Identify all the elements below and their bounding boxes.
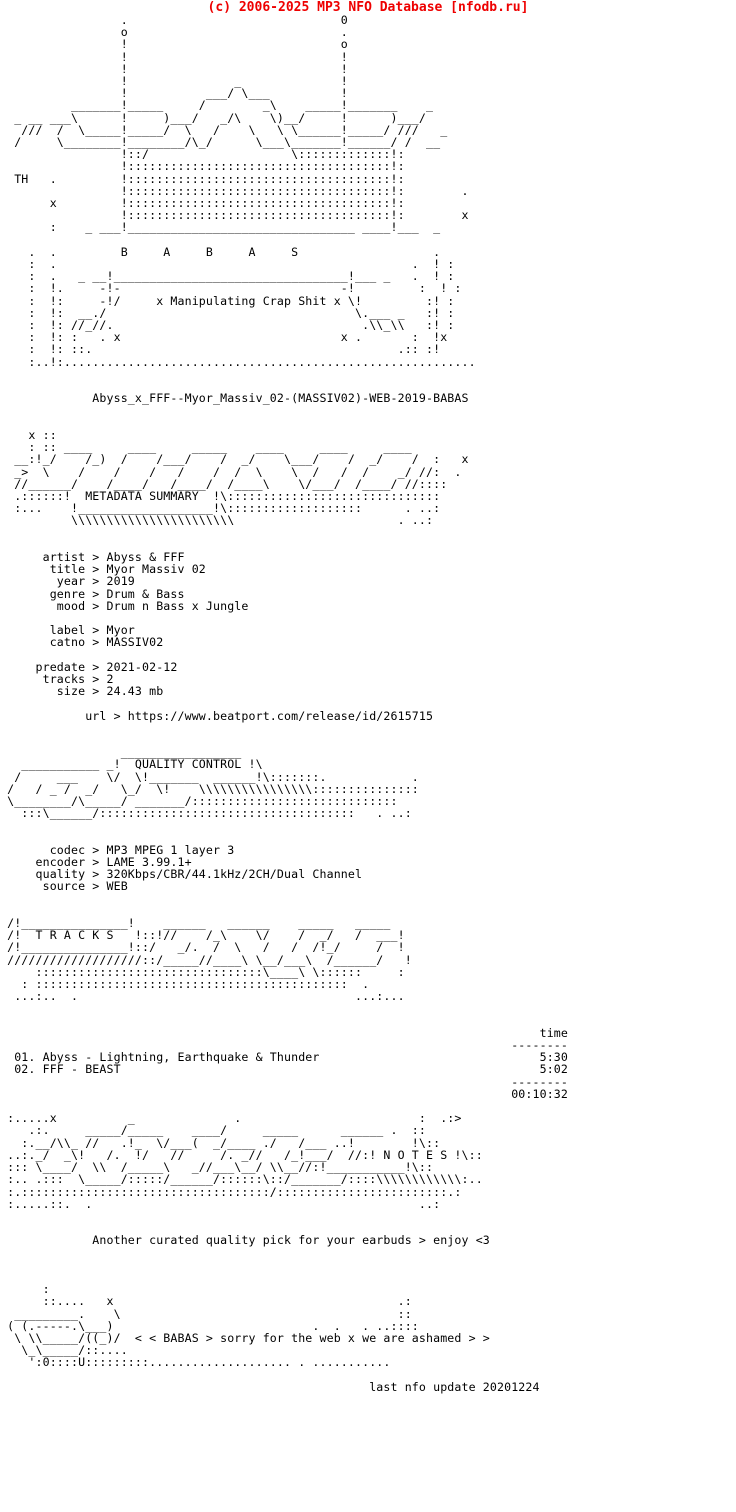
nfo-body-text: . 0 o . ! o ! !	[7, 13, 569, 1394]
nfodb-copyright-header: (c) 2006-2025 MP3 NFO Database [nfodb.ru…	[207, 0, 529, 15]
